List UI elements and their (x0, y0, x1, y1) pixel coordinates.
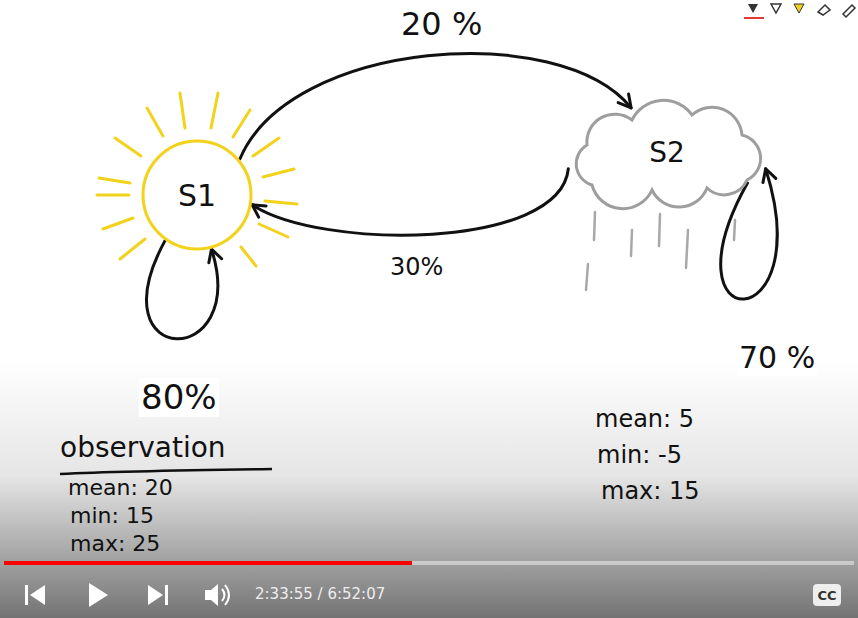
probability-label: 20 % (399, 6, 484, 43)
rain-lines (586, 212, 777, 290)
state-name: S1 (178, 178, 216, 213)
skip-bar (165, 585, 168, 605)
time-display: 2:33:55 / 6:52:07 (255, 586, 385, 603)
sun-ray (265, 201, 297, 204)
heading-label: observation (60, 432, 226, 464)
cloud-state: S2 (562, 105, 772, 200)
state-name: S2 (649, 136, 685, 169)
arrowhead-end (252, 205, 266, 217)
button-text: CC (817, 588, 836, 603)
pen-toolbar (744, 4, 855, 18)
speaker (205, 584, 218, 606)
rain-line (734, 220, 735, 240)
sun-ray (180, 93, 185, 128)
self-loop-arrow (147, 241, 222, 339)
probability-label: 30% (388, 254, 445, 282)
transition-arrow (240, 54, 631, 159)
skip-forward-button (148, 585, 168, 605)
probability-label: 80% (139, 378, 219, 417)
arrowhead-end (209, 249, 222, 263)
cloud-outline (576, 100, 760, 208)
pen-icon (748, 4, 758, 13)
stat-label: max: 25 (70, 531, 160, 556)
sound-wave (225, 585, 229, 605)
rain-line (686, 230, 688, 268)
sun-ray (115, 138, 141, 156)
sun-ray (233, 110, 250, 137)
sun-ray (263, 169, 294, 177)
captions-button: CC (813, 584, 841, 606)
stat-label: min: -5 (597, 442, 682, 470)
stat-label: mean: 5 (595, 406, 694, 434)
rain-line (586, 264, 588, 290)
connector-line (147, 241, 218, 339)
pen-icon (771, 4, 781, 13)
rain-line (631, 230, 632, 256)
pen-underline (744, 17, 764, 19)
rain-line (594, 212, 595, 240)
sun-ray (253, 138, 279, 156)
sun-ray (211, 93, 218, 128)
progress-played (4, 561, 412, 565)
pencil-icon (843, 5, 855, 17)
sun-ray (147, 108, 163, 136)
progress-track (4, 561, 854, 565)
skip-bar (25, 585, 28, 605)
connector-line (252, 169, 568, 235)
arrowhead-end (618, 94, 631, 108)
stat-label: mean: 20 (68, 475, 173, 500)
sun-ray (103, 218, 133, 229)
stat-label: min: 15 (70, 503, 154, 528)
sun-state: S1 (141, 139, 253, 251)
cloud-group (576, 100, 760, 208)
sun-ray (241, 247, 256, 266)
volume-button (205, 584, 229, 606)
button-box (814, 585, 841, 606)
sun-ray (259, 224, 288, 237)
stat-label: max: 15 (601, 478, 700, 506)
sun-circle (143, 141, 251, 249)
sun-ray (120, 239, 145, 259)
skip-triangle (30, 585, 45, 605)
eraser-icon (818, 5, 830, 15)
sun-ray (97, 194, 129, 197)
skip-triangle (148, 585, 163, 605)
connector-line (240, 54, 631, 159)
sound-wave (222, 589, 225, 601)
probability-label: 70 % (737, 341, 817, 376)
play-button (89, 583, 108, 607)
transition-arrow (252, 169, 568, 235)
sun-ray (99, 178, 130, 183)
arrowhead-end (763, 169, 776, 183)
rain-line (659, 214, 660, 246)
highlighter-icon (794, 4, 804, 13)
skip-back-button (25, 585, 45, 605)
